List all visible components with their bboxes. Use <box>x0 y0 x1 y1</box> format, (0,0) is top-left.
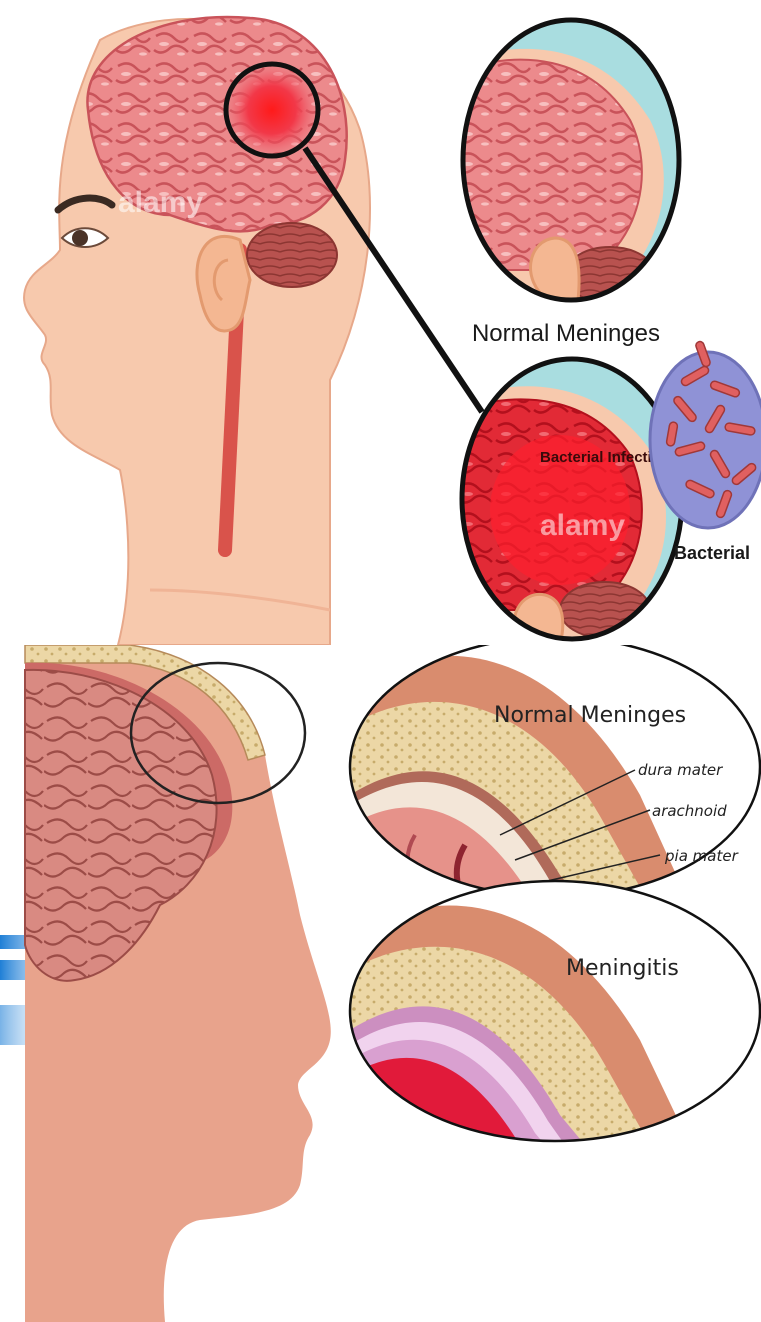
bottom-illustration-svg: Normal Meninges dura mater arachnoid pia… <box>0 645 761 1322</box>
layer-label-arachnoid: arachnoid <box>652 802 727 820</box>
meningitis-cross-section <box>350 881 761 1145</box>
head-profile-bottom <box>25 645 331 1322</box>
bottom-meninges-illustration: Normal Meninges dura mater arachnoid pia… <box>0 645 761 1322</box>
layer-label-dura-mater: dura mater <box>638 761 723 779</box>
meningitis-title: Meningitis <box>566 956 679 981</box>
layer-label-pia-mater: pia mater <box>664 847 739 865</box>
bacterial-label: Bacterial <box>674 543 750 563</box>
normal-meninges-label-top: Normal Meninges <box>472 320 660 347</box>
normal-meninges-title-bottom: Normal Meninges <box>494 703 686 728</box>
top-illustration-svg: Normal Meninges Bacterial Infection <box>0 0 761 645</box>
watermark-text: alamy <box>118 186 203 219</box>
normal-meninges-inset-top <box>460 18 685 308</box>
infected-meninges-inset <box>458 358 686 645</box>
top-meningitis-illustration: Normal Meninges Bacterial Infection <box>0 0 761 645</box>
watermark-text: alamy <box>540 509 625 542</box>
bacteria-cluster-icon <box>650 340 761 528</box>
